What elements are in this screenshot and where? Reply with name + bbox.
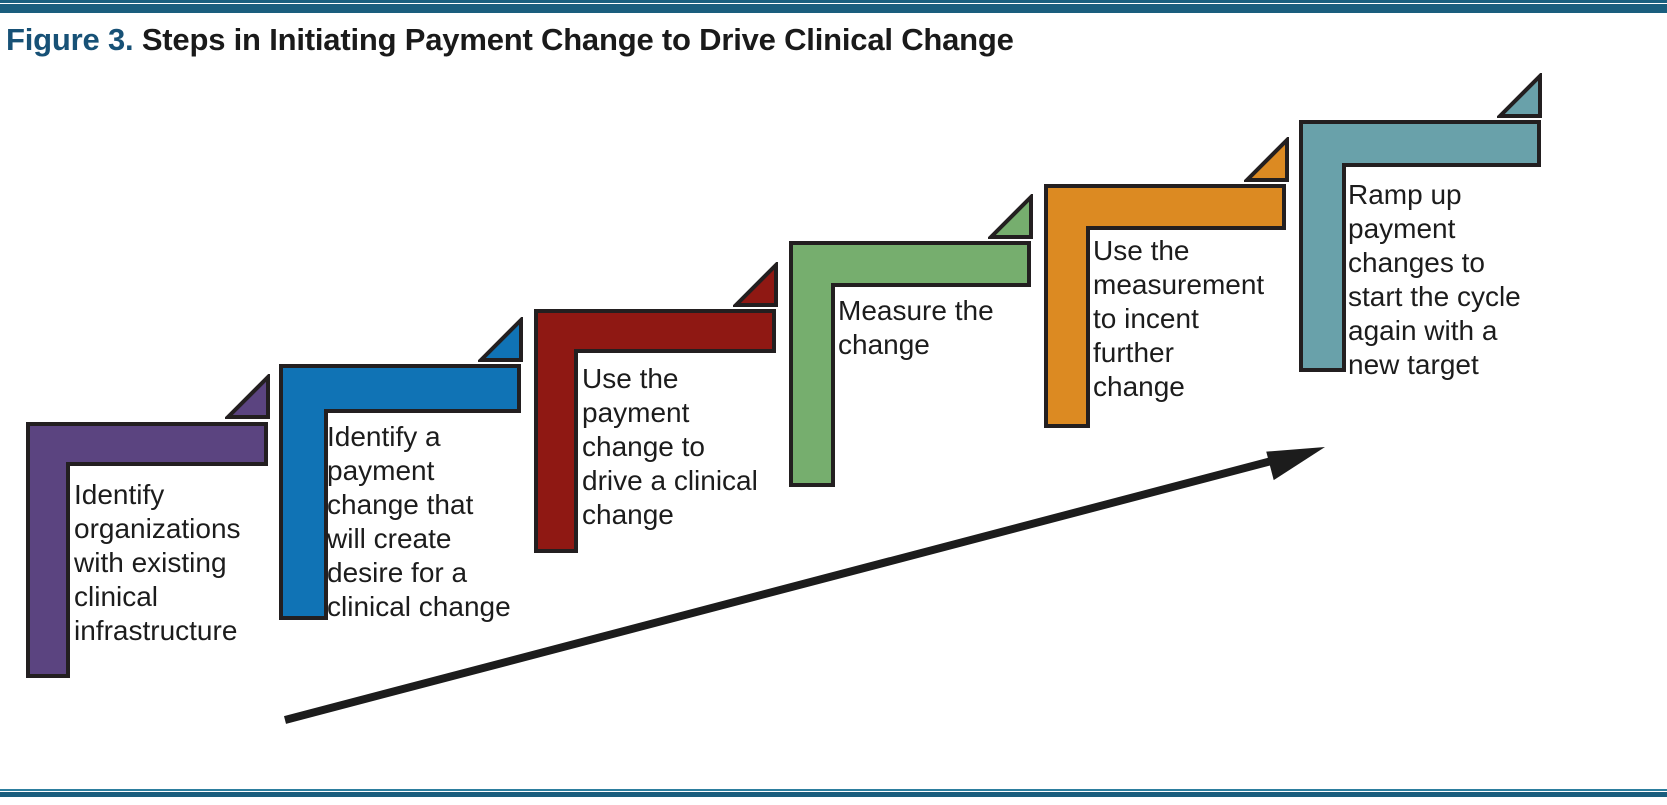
page-title: Figure 3. Steps in Initiating Payment Ch… <box>6 22 1014 58</box>
step-ascend-triangle-1 <box>225 374 270 419</box>
step-bracket-5 <box>1044 184 1286 428</box>
header-rule-thin <box>0 0 1667 3</box>
figure-title: Steps in Initiating Payment Change to Dr… <box>133 22 1014 57</box>
step-label-4: Measure the change <box>838 295 994 361</box>
footer-rule-thin <box>0 789 1667 791</box>
step-ascend-triangle-4 <box>988 194 1033 239</box>
step-ascend-triangle-3 <box>733 262 778 307</box>
step-ascend-triangle-5 <box>1244 137 1289 182</box>
step-label-1: Identify organizations with existing cli… <box>74 479 241 647</box>
header-rule-thick <box>0 4 1667 13</box>
step-label-6: Ramp up payment changes to start the cyc… <box>1348 179 1521 381</box>
step-label-3: Use the payment change to drive a clinic… <box>582 363 758 531</box>
step-bracket-1 <box>26 422 268 678</box>
step-label-2: Identify a payment change that will crea… <box>327 421 511 623</box>
step-ascend-triangle-6 <box>1497 73 1542 118</box>
step-label-5: Use the measurement to incent further ch… <box>1093 235 1265 403</box>
step-bracket-6 <box>1299 120 1541 372</box>
figure-label: Figure 3. <box>6 22 134 57</box>
step-bracket-4 <box>789 241 1031 487</box>
footer-rule-thick <box>0 792 1667 797</box>
step-ascend-triangle-2 <box>478 317 523 362</box>
step-bracket-2 <box>279 364 521 620</box>
step-bracket-3 <box>534 309 776 553</box>
